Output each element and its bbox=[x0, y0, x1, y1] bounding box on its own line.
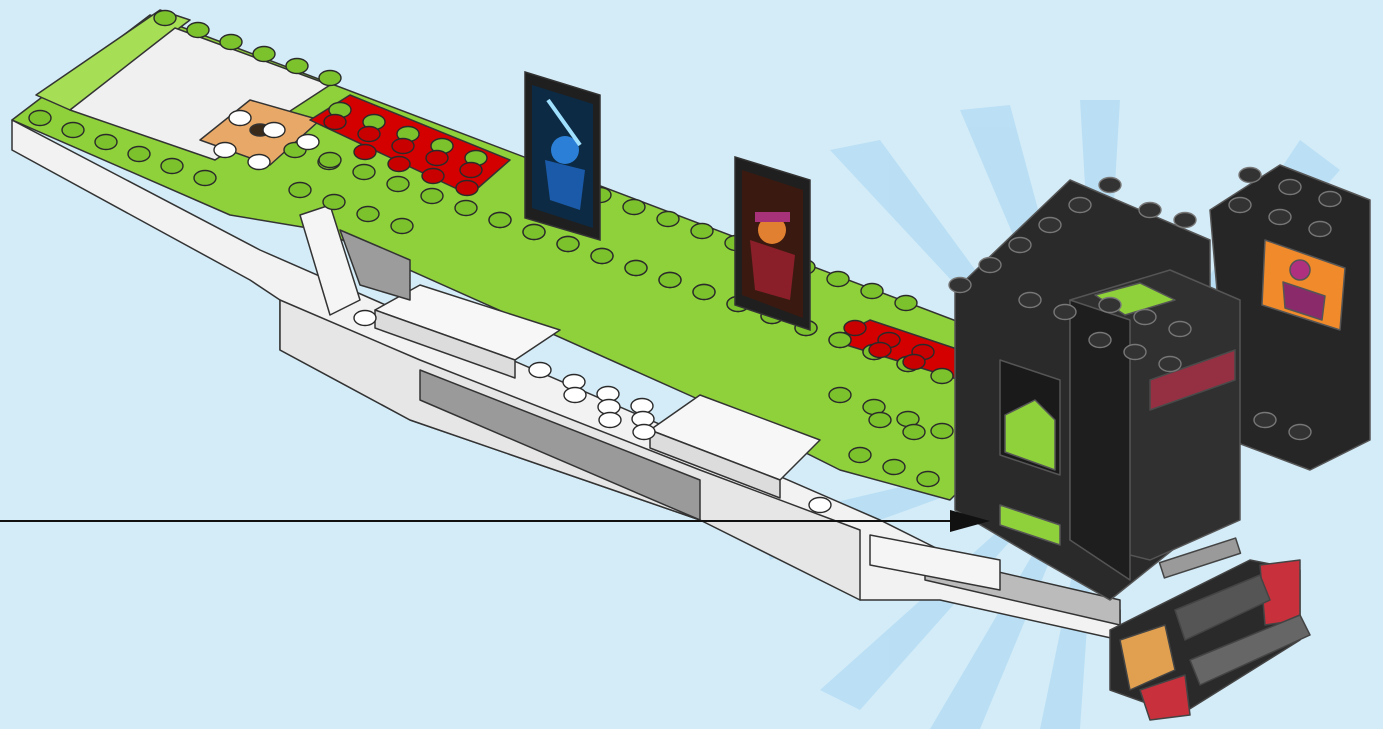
stud bbox=[895, 296, 917, 311]
stud bbox=[460, 163, 482, 178]
stud bbox=[128, 147, 150, 162]
stud bbox=[154, 11, 176, 26]
stud bbox=[229, 111, 251, 126]
stud bbox=[62, 123, 84, 138]
stud bbox=[220, 35, 242, 50]
stud bbox=[1279, 180, 1301, 195]
stud bbox=[319, 71, 341, 86]
stud bbox=[1124, 345, 1146, 360]
stud bbox=[1239, 168, 1261, 183]
stud bbox=[829, 388, 851, 403]
stud bbox=[861, 284, 883, 299]
stud bbox=[353, 165, 375, 180]
stud bbox=[1069, 198, 1091, 213]
stud bbox=[323, 195, 345, 210]
stud bbox=[253, 47, 275, 62]
stud bbox=[1009, 238, 1031, 253]
stud bbox=[456, 181, 478, 196]
stud bbox=[633, 425, 655, 440]
stud bbox=[489, 213, 511, 228]
stud bbox=[523, 225, 545, 240]
stud bbox=[426, 151, 448, 166]
stud bbox=[286, 59, 308, 74]
stud bbox=[1019, 293, 1041, 308]
stud bbox=[657, 212, 679, 227]
stud bbox=[659, 273, 681, 288]
stud bbox=[691, 224, 713, 239]
stud bbox=[557, 237, 579, 252]
stud bbox=[1099, 298, 1121, 313]
stud bbox=[324, 115, 346, 130]
stud bbox=[591, 249, 613, 264]
stud bbox=[1139, 203, 1161, 218]
stud bbox=[289, 183, 311, 198]
stud bbox=[529, 363, 551, 378]
stud bbox=[214, 143, 236, 158]
stud bbox=[1089, 333, 1111, 348]
stud bbox=[354, 311, 376, 326]
stud bbox=[883, 460, 905, 475]
black-tower bbox=[955, 165, 1370, 600]
stud bbox=[849, 448, 871, 463]
stud bbox=[1174, 213, 1196, 228]
stud bbox=[829, 333, 851, 348]
stud bbox=[869, 413, 891, 428]
stud bbox=[931, 424, 953, 439]
stud bbox=[421, 189, 443, 204]
stud bbox=[455, 201, 477, 216]
stud bbox=[391, 219, 413, 234]
stud bbox=[903, 425, 925, 440]
stud bbox=[263, 123, 285, 138]
stud bbox=[625, 261, 647, 276]
stud bbox=[1134, 310, 1156, 325]
stud bbox=[1229, 198, 1251, 213]
stud bbox=[1159, 357, 1181, 372]
stud bbox=[1254, 413, 1276, 428]
stud bbox=[827, 272, 849, 287]
stud bbox=[161, 159, 183, 174]
stud bbox=[319, 153, 341, 168]
tile-blue-ninja bbox=[525, 72, 600, 240]
stud bbox=[387, 177, 409, 192]
stud bbox=[1309, 222, 1331, 237]
stud bbox=[1169, 322, 1191, 337]
stud bbox=[623, 200, 645, 215]
stud bbox=[1289, 425, 1311, 440]
stud bbox=[297, 135, 319, 150]
stud bbox=[357, 207, 379, 222]
stud bbox=[1054, 305, 1076, 320]
stud bbox=[1269, 210, 1291, 225]
stud bbox=[979, 258, 1001, 273]
stud bbox=[1039, 218, 1061, 233]
stud bbox=[29, 111, 51, 126]
stud bbox=[917, 472, 939, 487]
stud bbox=[248, 155, 270, 170]
stud bbox=[187, 23, 209, 38]
stud bbox=[869, 343, 891, 358]
stud bbox=[95, 135, 117, 150]
stud bbox=[809, 498, 831, 513]
stud bbox=[354, 145, 376, 160]
stud bbox=[1319, 192, 1341, 207]
tile-red-ninja bbox=[735, 157, 810, 330]
stud bbox=[564, 388, 586, 403]
stud bbox=[422, 169, 444, 184]
stud bbox=[949, 278, 971, 293]
stud bbox=[903, 355, 925, 370]
stud bbox=[194, 171, 216, 186]
stud bbox=[388, 157, 410, 172]
stud bbox=[844, 321, 866, 336]
stud bbox=[931, 369, 953, 384]
stud bbox=[1099, 178, 1121, 193]
stud bbox=[392, 139, 414, 154]
stud bbox=[693, 285, 715, 300]
stud bbox=[358, 127, 380, 142]
stud bbox=[599, 413, 621, 428]
